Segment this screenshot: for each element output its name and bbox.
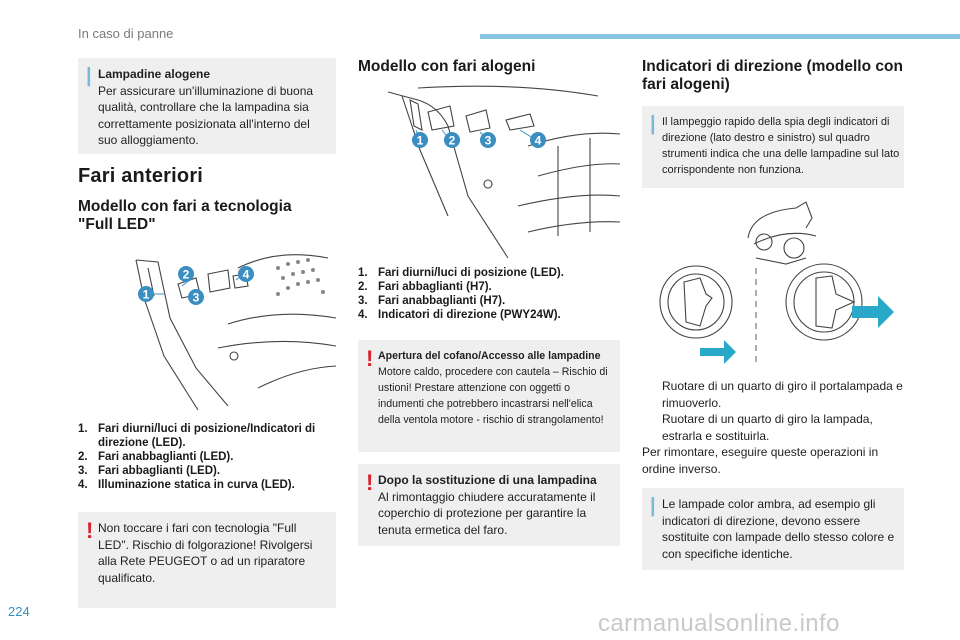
watermark: carmanualsonline.info bbox=[598, 610, 840, 637]
callout-4: 4 bbox=[238, 266, 254, 282]
callout-3: 3 bbox=[188, 289, 204, 305]
note-halogen-text: Per assicurare un'illuminazione di buona… bbox=[98, 83, 314, 148]
halogen-headlamp-illustration: 1 2 3 4 bbox=[387, 85, 621, 259]
warning-marker-icon: ! bbox=[366, 346, 374, 371]
full-led-parts-list: 1.Fari diurni/luci di posizione/Indicato… bbox=[78, 422, 334, 492]
warning-hood-text: Motore caldo, procedere con cautela – Ri… bbox=[378, 366, 608, 426]
reassembly-text: Per rimontare, eseguire queste operazion… bbox=[642, 445, 879, 476]
info-marker-icon: | bbox=[86, 65, 92, 87]
callout-3: 3 bbox=[480, 132, 496, 148]
warning-full-led-box: ! Non toccare i fari con tecnologia "Ful… bbox=[78, 512, 336, 608]
svg-text:3: 3 bbox=[193, 291, 200, 305]
warning-refit-title: Dopo la sostituzione di una lampadina bbox=[378, 473, 597, 487]
list-item: 2.Fari anabbaglianti (LED). bbox=[78, 451, 234, 463]
callout-4: 4 bbox=[530, 132, 546, 148]
turn-arrow-icon bbox=[852, 296, 894, 328]
svg-text:3: 3 bbox=[485, 134, 492, 148]
callout-1: 1 bbox=[412, 132, 428, 148]
warning-hood-title: Apertura del cofano/Accesso alle lampadi… bbox=[378, 350, 601, 362]
warning-hood-box: ! Apertura del cofano/Accesso alle lampa… bbox=[358, 340, 620, 452]
info-blink-box: | Il lampeggio rapido della spia degli i… bbox=[642, 106, 904, 188]
callout-2: 2 bbox=[178, 266, 194, 282]
turn-indicator-bulb-illustration bbox=[659, 201, 894, 366]
warning-marker-icon: ! bbox=[86, 518, 94, 543]
halogen-parts-list: 1.Fari diurni/luci di posizione (LED). 2… bbox=[358, 266, 620, 322]
subtitle-full-led: Modello con fari a tecnologia "Full LED" bbox=[78, 198, 292, 233]
turn-arrow-icon bbox=[700, 340, 736, 364]
info-marker-icon: | bbox=[650, 495, 656, 517]
list-item: 1.Fari diurni/luci di posizione/Indicato… bbox=[78, 423, 316, 449]
info-amber-text: Le lampade color ambra, ad esempio gli i… bbox=[662, 497, 895, 561]
info-amber-box: | Le lampade color ambra, ad esempio gli… bbox=[642, 488, 904, 570]
list-item: 3.Fari anabbaglianti (H7). bbox=[358, 295, 506, 307]
list-item: 4.Illuminazione statica in curva (LED). bbox=[78, 479, 295, 491]
bullet-icon bbox=[642, 411, 662, 444]
list-item: Ruotare di un quarto di giro la lampada,… bbox=[642, 411, 904, 444]
info-blink-text: Il lampeggio rapido della spia degli ind… bbox=[662, 116, 900, 176]
list-item: 2.Fari abbaglianti (H7). bbox=[358, 281, 492, 293]
svg-text:4: 4 bbox=[535, 134, 542, 148]
header-accent-bar bbox=[480, 34, 960, 39]
section-title-fari-anteriori: Fari anteriori bbox=[78, 165, 204, 187]
list-item: 4.Indicatori di direzione (PWY24W). bbox=[358, 309, 561, 321]
warning-refit-box: ! Dopo la sostituzione di una lampadina … bbox=[358, 464, 620, 546]
warning-refit-text: Al rimontaggio chiudere accuratamente il… bbox=[378, 489, 596, 537]
note-halogen-box: | Lampadine alogene Per assicurare un'il… bbox=[78, 58, 336, 154]
svg-text:2: 2 bbox=[449, 134, 456, 148]
subtitle-turn-indicators: Indicatori di direzione (modello con far… bbox=[642, 58, 903, 93]
svg-text:1: 1 bbox=[143, 288, 150, 302]
warning-full-led-text: Non toccare i fari con tecnologia "Full … bbox=[98, 521, 313, 585]
page-number: 224 bbox=[8, 604, 30, 619]
warning-marker-icon: ! bbox=[366, 470, 374, 495]
svg-text:1: 1 bbox=[417, 134, 424, 148]
full-led-headlamp-illustration: 1 2 3 4 bbox=[135, 254, 337, 411]
bullet-icon bbox=[642, 378, 662, 411]
svg-text:2: 2 bbox=[183, 268, 190, 282]
callout-2: 2 bbox=[444, 132, 460, 148]
replacement-steps: Ruotare di un quarto di giro il portalam… bbox=[642, 378, 904, 477]
list-item: Ruotare di un quarto di giro il portalam… bbox=[642, 378, 904, 411]
list-item: 1.Fari diurni/luci di posizione (LED). bbox=[358, 267, 564, 279]
note-halogen-title: Lampadine alogene bbox=[98, 67, 211, 81]
list-item: 3.Fari abbaglianti (LED). bbox=[78, 465, 221, 477]
callout-1: 1 bbox=[138, 286, 154, 302]
svg-text:4: 4 bbox=[243, 268, 250, 282]
section-header: In caso di panne bbox=[78, 26, 174, 41]
subtitle-halogen: Modello con fari alogeni bbox=[358, 58, 536, 75]
info-marker-icon: | bbox=[650, 113, 656, 135]
